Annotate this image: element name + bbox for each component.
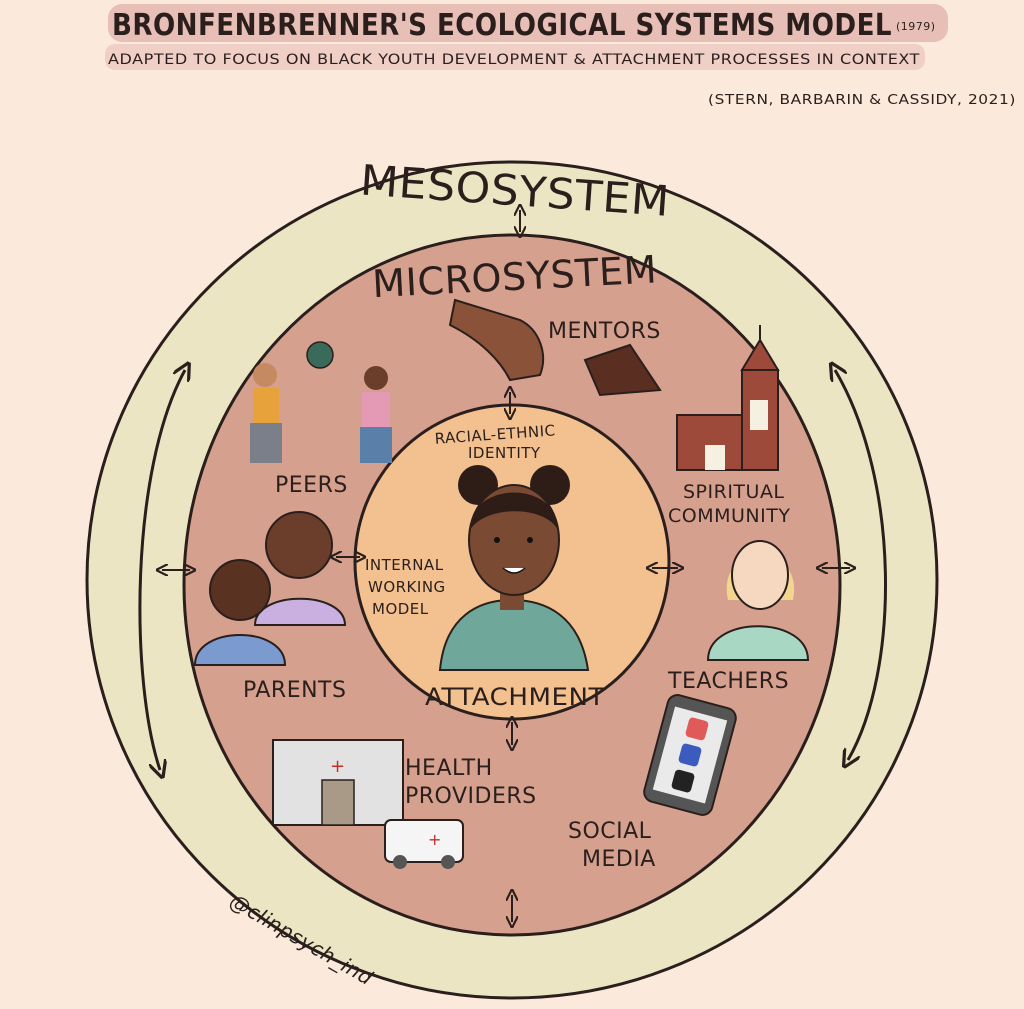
- title: BRONFENBRENNER'S ECOLOGICAL SYSTEMS MODE…: [112, 8, 892, 43]
- peers-label: PEERS: [275, 473, 348, 498]
- iwm-label-3: MODEL: [372, 600, 429, 618]
- citation: (STERN, BARBARIN & CASSIDY, 2021): [708, 93, 1016, 108]
- subtitle: ADAPTED TO FOCUS ON BLACK YOUTH DEVELOPM…: [108, 52, 920, 68]
- identity-label-2: IDENTITY: [468, 444, 541, 462]
- social-label-1: SOCIAL: [568, 819, 652, 844]
- iwm-label-2: WORKING: [368, 578, 446, 596]
- parents-illustration: [193, 511, 347, 666]
- peers-illustration: [250, 341, 392, 463]
- mentors-label: MENTORS: [548, 319, 661, 344]
- title-year: (1979): [896, 20, 936, 33]
- social-label-2: MEDIA: [582, 847, 656, 872]
- subtitle-highlight: [105, 44, 925, 70]
- iwm-label-1: INTERNAL: [365, 556, 444, 574]
- svg-text:+: +: [428, 830, 441, 849]
- health-label-1: HEALTH: [405, 756, 493, 781]
- spiritual-label-1: SPIRITUAL: [683, 481, 785, 503]
- teacher-illustration: [706, 540, 810, 661]
- church-icon: [676, 325, 780, 471]
- teachers-label: TEACHERS: [667, 669, 789, 694]
- hospital-icon: +: [272, 739, 404, 826]
- attachment-label: ATTACHMENT: [425, 683, 605, 711]
- child-illustration: [438, 465, 590, 671]
- health-label-2: PROVIDERS: [405, 784, 537, 809]
- parents-label: PARENTS: [243, 678, 346, 703]
- svg-text:+: +: [330, 756, 345, 777]
- title-highlight: [108, 4, 948, 42]
- ambulance-icon: +: [384, 819, 464, 869]
- spiritual-label-2: COMMUNITY: [668, 505, 790, 527]
- mentors-hands-icon: [448, 298, 662, 397]
- left-cycle-arrow: [138, 370, 185, 770]
- smartphone-icon: [643, 694, 737, 816]
- bidirectional-arrows: [162, 210, 850, 922]
- right-cycle-arrow: [835, 370, 888, 760]
